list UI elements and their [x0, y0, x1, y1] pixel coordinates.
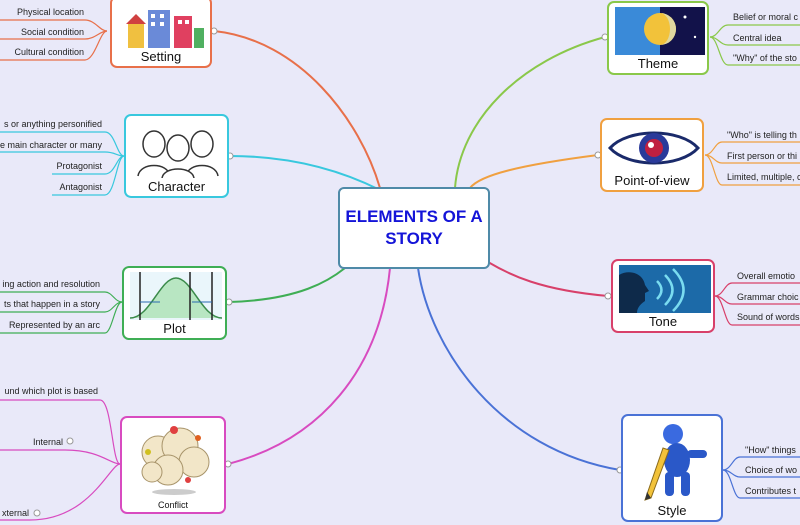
theme-item-2[interactable]: Central idea	[733, 33, 782, 43]
theme-node[interactable]: Theme	[607, 1, 709, 75]
tone-item-2[interactable]: Grammar choic	[737, 292, 799, 302]
character-item-3[interactable]: Protagonist	[56, 161, 102, 171]
style-node[interactable]: Style	[621, 414, 723, 522]
central-topic-title: ELEMENTS OF A STORY	[345, 207, 483, 248]
speaking-head-icon	[619, 265, 711, 313]
pov-item-2[interactable]: First person or thi	[727, 151, 798, 161]
theme-item-3[interactable]: "Why" of the sto	[733, 53, 797, 63]
bell-curve-icon	[129, 272, 223, 320]
tone-node[interactable]: Tone	[611, 259, 715, 333]
tone-label: Tone	[648, 314, 678, 329]
conflict-leaf-lines	[0, 399, 121, 521]
character-item-1[interactable]: s or anything personified	[3, 119, 102, 129]
central-topic[interactable]: ELEMENTS OF A STORY	[338, 187, 490, 269]
conflict-label: Conflict	[157, 500, 188, 510]
setting-label: Setting	[140, 49, 182, 64]
style-item-3[interactable]: Contributes t	[745, 486, 797, 496]
pov-node[interactable]: Point-of-view	[600, 118, 704, 192]
conflict-node[interactable]: Conflict	[120, 416, 226, 514]
plot-item-2[interactable]: ts that happen in a story	[3, 299, 100, 309]
pov-leaf-lines	[704, 141, 800, 186]
character-item-2[interactable]: e main character or many	[0, 140, 102, 150]
pov-item-3[interactable]: Limited, multiple, c	[727, 172, 800, 182]
theme-connector	[454, 36, 606, 189]
tone-item-3[interactable]: Sound of words	[737, 312, 800, 322]
plot-item-3[interactable]: Represented by an arc	[8, 320, 100, 330]
style-label: Style	[657, 503, 687, 518]
plot-label: Plot	[163, 321, 186, 336]
conflict-item-1[interactable]: und which plot is based	[4, 386, 98, 396]
style-item-2[interactable]: Choice of wo	[745, 465, 798, 475]
setting-connector	[213, 30, 381, 189]
conflict-item-2[interactable]: Internal	[32, 437, 63, 447]
style-connector	[417, 267, 621, 471]
setting-leaf-lines	[0, 19, 108, 61]
setting-item-2[interactable]: Social condition	[20, 27, 84, 37]
pov-item-1[interactable]: "Who" is telling th	[727, 130, 797, 140]
pov-label: Point-of-view	[614, 173, 690, 188]
setting-node[interactable]: Setting	[110, 0, 212, 68]
town-buildings-icon	[118, 2, 204, 48]
character-connector	[229, 155, 381, 191]
figure-with-pencil-icon	[629, 420, 715, 501]
pov-connector	[469, 154, 599, 189]
sun-moon-icon	[615, 7, 705, 55]
plot-leaf-lines	[0, 291, 123, 334]
style-item-1[interactable]: "How" things	[745, 445, 796, 455]
conflict-connector	[227, 267, 391, 465]
character-label: Character	[147, 179, 206, 194]
conflict-item-3[interactable]: xternal	[1, 508, 29, 518]
eye-icon	[607, 124, 701, 170]
theme-label: Theme	[637, 56, 679, 71]
style-leaf-lines	[722, 456, 800, 499]
people-faces-icon	[132, 120, 221, 179]
theme-item-1[interactable]: Belief or moral c	[733, 12, 799, 22]
theme-leaf-lines	[709, 24, 800, 66]
character-leaf-lines	[0, 131, 125, 196]
tone-leaf-lines	[714, 282, 800, 326]
plot-node[interactable]: Plot	[122, 266, 227, 340]
setting-item-3[interactable]: Cultural condition	[14, 47, 84, 57]
tone-connector	[487, 261, 609, 297]
plot-item-1[interactable]: ing action and resolution	[2, 279, 100, 289]
fight-cloud-icon	[128, 422, 218, 495]
plot-connector	[228, 267, 346, 303]
setting-item-1[interactable]: Physical location	[16, 7, 84, 17]
tone-item-1[interactable]: Overall emotio	[737, 271, 796, 281]
character-node[interactable]: Character	[124, 114, 229, 198]
character-item-4[interactable]: Antagonist	[59, 182, 102, 192]
